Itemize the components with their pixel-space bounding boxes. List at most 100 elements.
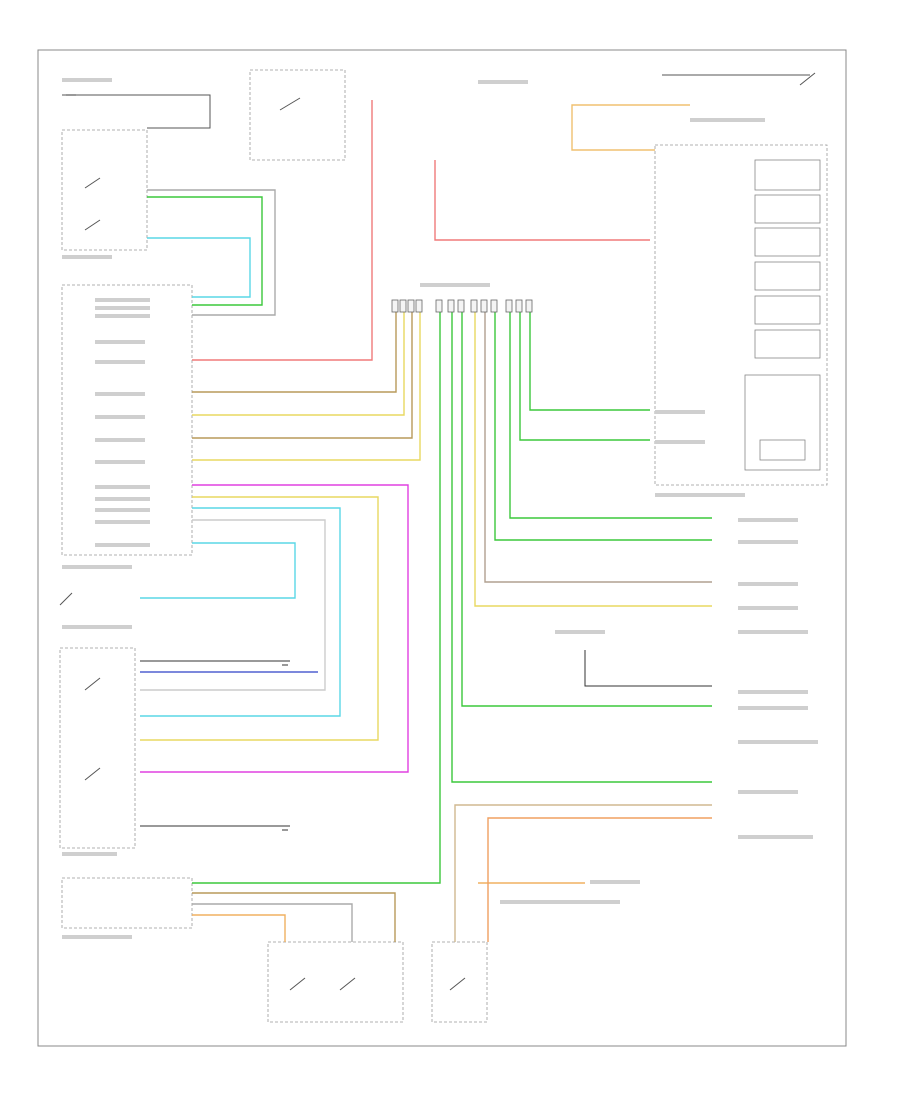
connector-pin bbox=[505, 299, 513, 313]
ground-symbols bbox=[66, 94, 290, 831]
seat-belt-switch-contact bbox=[449, 977, 466, 991]
cluster-chime bbox=[759, 439, 806, 461]
connector-pin bbox=[515, 299, 523, 313]
wire-yellow-2 bbox=[192, 310, 421, 461]
wire-fuse-pink bbox=[434, 160, 650, 241]
label-mark bbox=[738, 740, 818, 744]
connector-pin bbox=[399, 299, 407, 313]
label-marks bbox=[62, 78, 818, 939]
wire-gray-lower bbox=[192, 903, 353, 942]
headlamp-switch-contact-1 bbox=[84, 177, 101, 189]
label-mark bbox=[738, 706, 808, 710]
connector-pin bbox=[525, 299, 533, 313]
cluster-indicator-2 bbox=[754, 194, 821, 224]
wire-headlamp-gray bbox=[147, 189, 276, 316]
label-mark bbox=[62, 255, 112, 259]
label-mark bbox=[62, 852, 117, 856]
central-connector bbox=[391, 299, 533, 313]
connector-pin bbox=[447, 299, 455, 313]
label-mark bbox=[95, 306, 150, 310]
label-mark bbox=[738, 540, 798, 544]
wire-tan-belt bbox=[454, 804, 712, 942]
label-mark bbox=[500, 900, 620, 904]
brake-switch-contact bbox=[799, 72, 816, 86]
connector-pin bbox=[470, 299, 478, 313]
label-mark bbox=[655, 440, 705, 444]
connector-pin bbox=[415, 299, 423, 313]
turn-switch-contact-1 bbox=[84, 677, 101, 691]
wire-green-r1 bbox=[529, 310, 650, 411]
switch-symbols bbox=[59, 72, 816, 991]
connector-pin bbox=[457, 299, 465, 313]
label-mark bbox=[62, 625, 132, 629]
label-mark bbox=[95, 298, 150, 302]
wire-orange-lower bbox=[192, 914, 286, 942]
wire-yellow-1 bbox=[192, 310, 405, 416]
label-mark bbox=[655, 410, 705, 414]
wire-tan-2 bbox=[192, 310, 413, 439]
wire-black-r bbox=[584, 650, 712, 687]
label-mark bbox=[420, 283, 490, 287]
wire-cyan-2 bbox=[140, 507, 341, 717]
cluster-indicator-1 bbox=[754, 159, 821, 191]
label-mark bbox=[95, 485, 150, 489]
seat-belt-switch-box bbox=[431, 941, 488, 1023]
label-mark bbox=[478, 80, 528, 84]
label-mark bbox=[738, 518, 798, 522]
label-mark bbox=[738, 835, 813, 839]
wire-gray-2 bbox=[140, 519, 326, 691]
label-mark bbox=[95, 360, 145, 364]
connector-pin bbox=[391, 299, 399, 313]
wire-green-r4 bbox=[494, 310, 712, 541]
headlamp-switch-box bbox=[61, 129, 148, 251]
label-mark bbox=[590, 880, 640, 884]
turn-signal-switch-box bbox=[59, 647, 136, 849]
wire-yellow-r bbox=[474, 310, 712, 607]
label-mark bbox=[95, 415, 145, 419]
label-mark bbox=[95, 520, 150, 524]
component-boxes bbox=[59, 69, 828, 1023]
wires bbox=[140, 100, 712, 942]
label-mark bbox=[62, 565, 132, 569]
cluster-indicator-4 bbox=[754, 261, 821, 291]
label-mark bbox=[690, 118, 765, 122]
cluster-indicator-6 bbox=[754, 329, 821, 359]
wire-green-main bbox=[192, 310, 441, 884]
diagram-frame bbox=[37, 49, 847, 1047]
door-switch-contact-2 bbox=[339, 977, 356, 991]
wire-green-r3 bbox=[509, 310, 712, 519]
label-mark bbox=[738, 606, 798, 610]
label-mark bbox=[738, 790, 798, 794]
headlamp-switch-contact-2 bbox=[84, 219, 101, 231]
connector-pin bbox=[480, 299, 488, 313]
label-mark bbox=[95, 460, 145, 464]
parking-brake-switch-contact bbox=[59, 592, 73, 606]
label-mark bbox=[738, 630, 808, 634]
wire-cluster-orange bbox=[571, 104, 690, 151]
label-mark bbox=[738, 582, 798, 586]
lower-left-connector-box bbox=[61, 877, 193, 929]
wire-headlamp-cyan bbox=[147, 237, 251, 298]
cluster-internals bbox=[744, 159, 821, 471]
label-mark bbox=[62, 935, 132, 939]
cluster-module bbox=[744, 374, 821, 471]
label-mark bbox=[95, 438, 145, 442]
wire-headlamp-green bbox=[147, 196, 263, 306]
wire-tan-1 bbox=[192, 310, 397, 393]
label-mark bbox=[555, 630, 605, 634]
wire-cyan-3 bbox=[140, 542, 296, 599]
door-switch-contact-1 bbox=[289, 977, 306, 991]
label-mark bbox=[62, 78, 112, 82]
wire-tan-lower bbox=[192, 892, 396, 942]
body-control-module-box bbox=[61, 284, 193, 556]
label-mark bbox=[95, 497, 150, 501]
connector-pin bbox=[435, 299, 443, 313]
ignition-switch-contact bbox=[279, 97, 301, 111]
wire-magenta bbox=[140, 484, 409, 773]
wire-green-r2 bbox=[519, 310, 650, 441]
driver-door-switch-box bbox=[267, 941, 404, 1023]
label-mark bbox=[95, 508, 150, 512]
label-mark bbox=[95, 392, 145, 396]
wire-green-r6 bbox=[451, 310, 712, 783]
